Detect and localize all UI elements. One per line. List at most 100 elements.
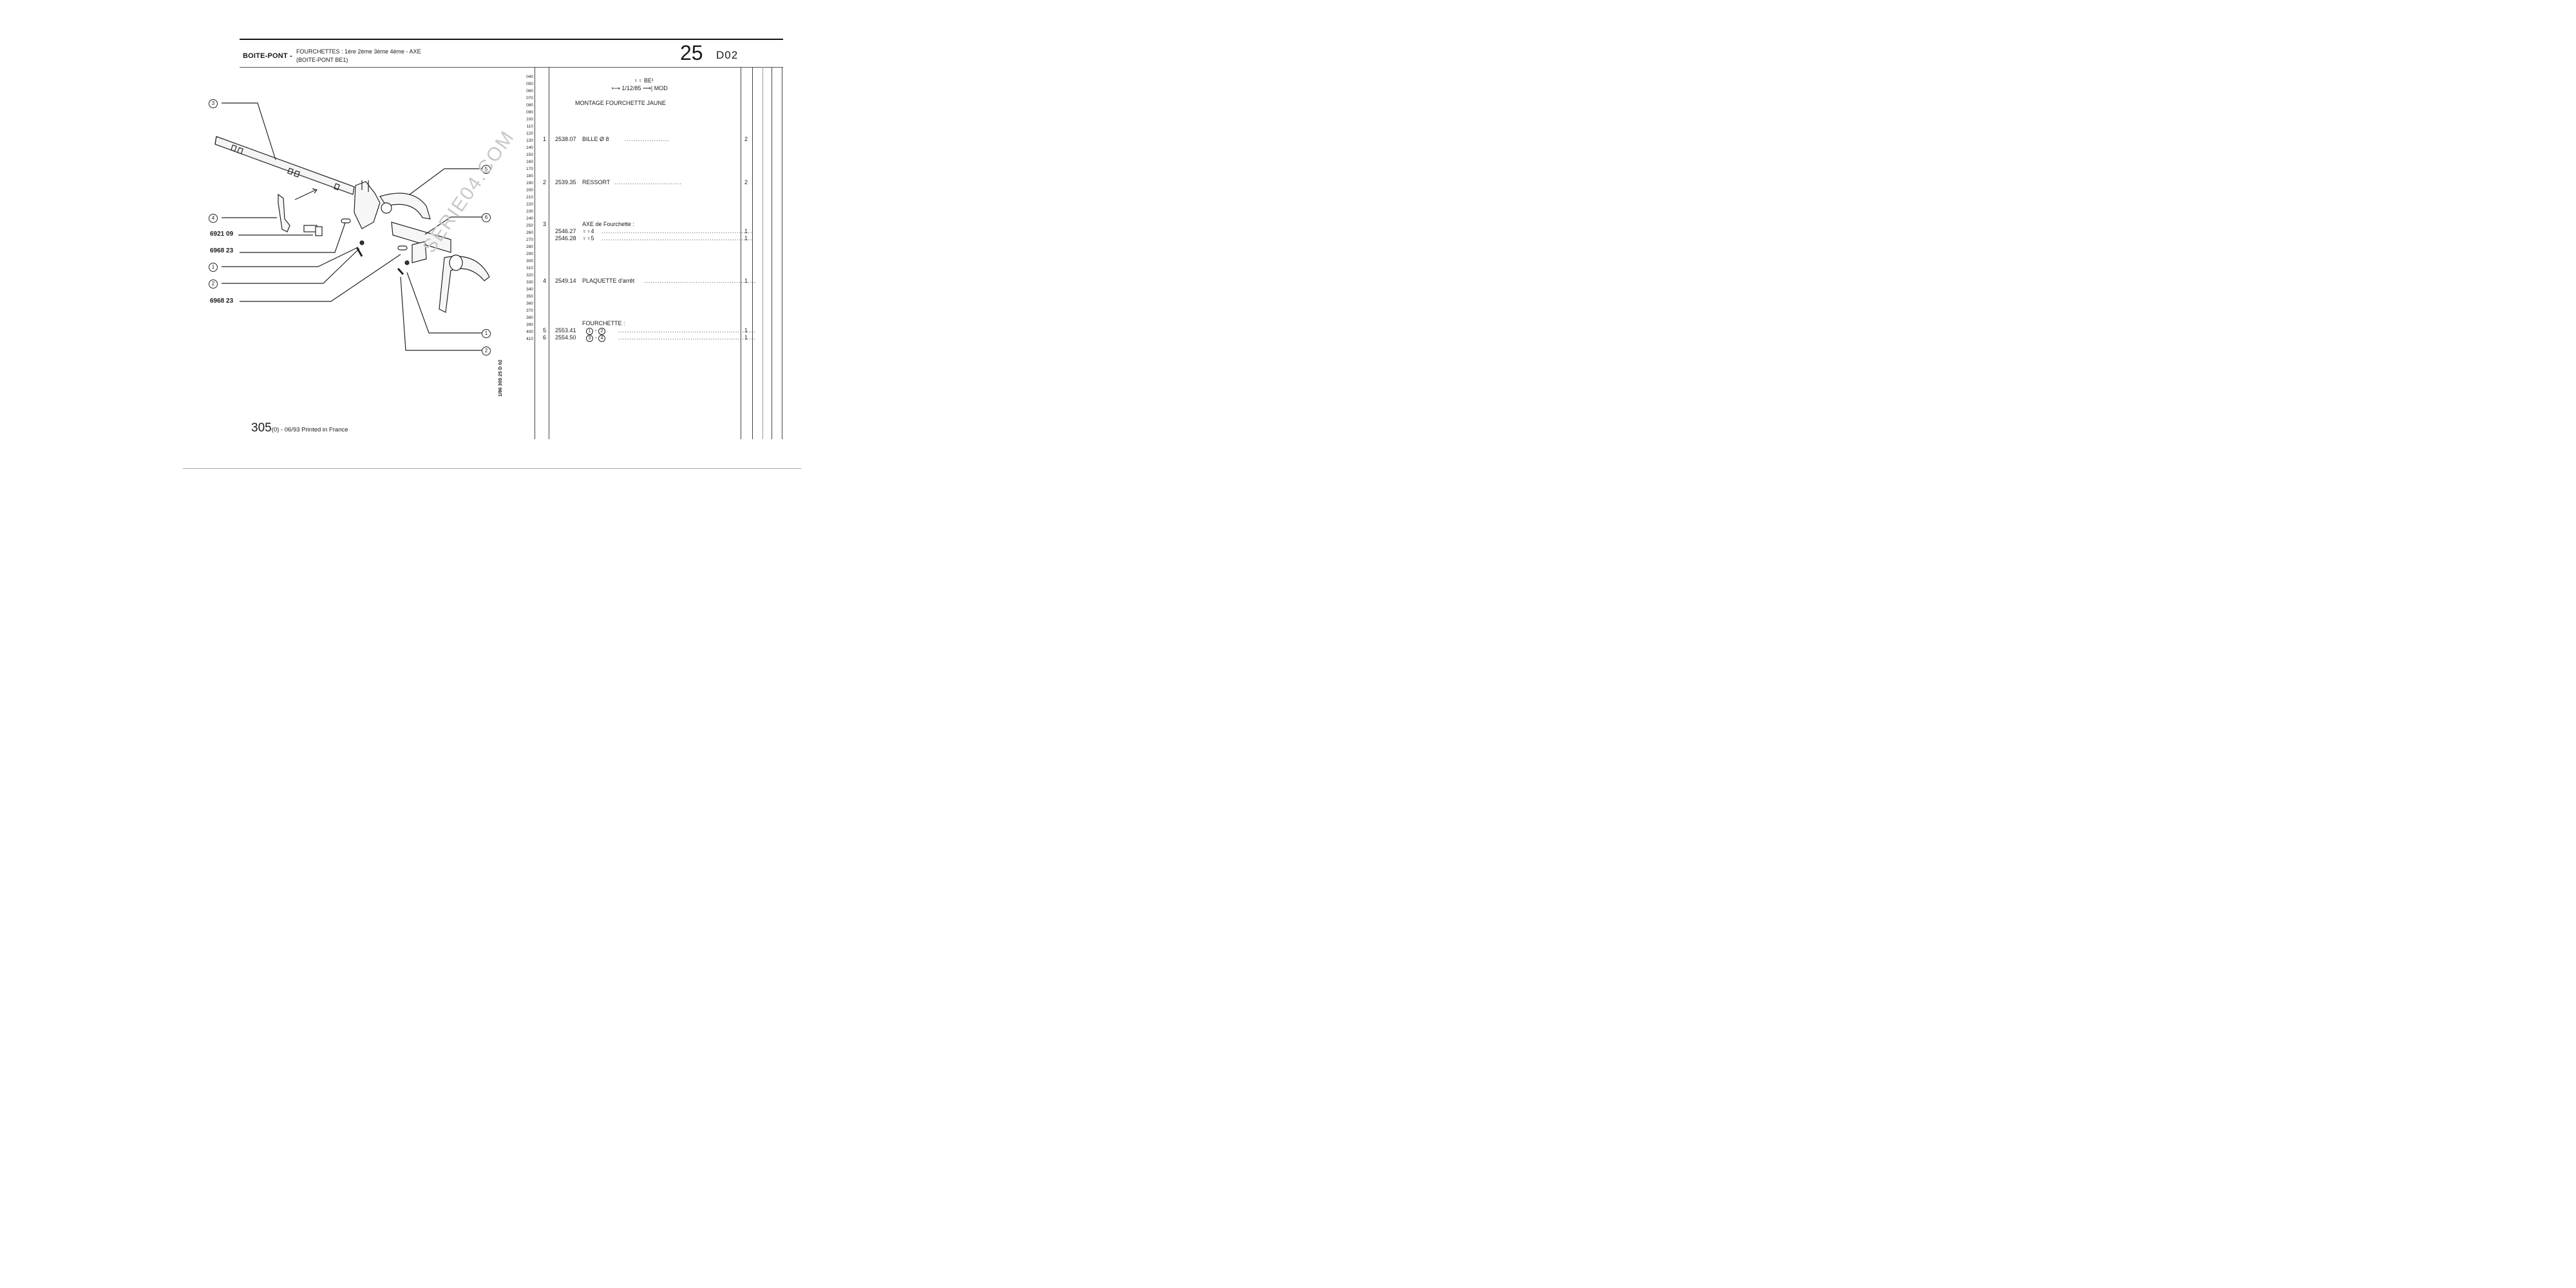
exploded-parts-diagram xyxy=(214,102,490,351)
page-code: D02 xyxy=(716,49,739,61)
line-number: 280 xyxy=(526,245,533,249)
ball-drawing xyxy=(359,240,365,245)
line-number: 060 xyxy=(526,89,533,93)
part-label-696823-a: 6968 23 xyxy=(210,247,234,254)
item-6-desc: 3 - 4 xyxy=(586,334,605,342)
spring-drawing xyxy=(355,247,363,257)
note-date-row: ⟼ 1/12/85 ⟶| MOD xyxy=(612,85,668,92)
circled-number: 4 xyxy=(598,335,605,342)
line-number: 050 xyxy=(526,82,533,86)
line-number: 220 xyxy=(526,202,533,207)
line-number: 090 xyxy=(526,110,533,115)
note-be: ♀♀ BE¹ xyxy=(634,77,654,84)
line-number: 180 xyxy=(526,174,533,178)
line-number: 310 xyxy=(526,266,533,270)
item-5-leader: ........................................… xyxy=(618,327,756,334)
arrow-stop-icon: ⟶| xyxy=(642,85,653,91)
part-label-692109: 6921 09 xyxy=(210,231,234,238)
line-number: 140 xyxy=(526,146,533,150)
line-number: 200 xyxy=(526,188,533,193)
line-number: 040 xyxy=(526,75,533,79)
item-5-desc: 1 - 2 xyxy=(586,327,605,335)
item-1-ref: 2538.07 xyxy=(555,136,576,142)
footer: 305(0) - 06/93 Printed in France xyxy=(251,421,348,435)
table-rule-5 xyxy=(762,67,763,439)
fourchette-heading: FOURCHETTE : xyxy=(582,320,625,327)
item-3b-qty: 1 xyxy=(744,235,748,242)
callout-1-right: 1 xyxy=(482,329,491,338)
note-mod: MOD xyxy=(654,85,668,91)
line-number: 290 xyxy=(526,252,533,256)
note-date: 1/12/85 xyxy=(621,85,641,91)
line-number: 210 xyxy=(526,195,533,200)
item-5-qty: 1 xyxy=(744,327,748,334)
item-3a-qty: 1 xyxy=(744,228,748,234)
bottom-rule xyxy=(183,468,801,469)
callout-1: 1 xyxy=(209,263,218,272)
line-number: 250 xyxy=(526,223,533,228)
ball-drawing xyxy=(404,260,410,265)
item-1-desc: BILLE Ø 8 xyxy=(582,136,609,142)
line-number: 230 xyxy=(526,209,533,214)
callout-4: 4 xyxy=(209,214,218,223)
line-number: 110 xyxy=(526,124,533,129)
line-number: 170 xyxy=(526,167,533,171)
line-number: 370 xyxy=(526,308,533,313)
fork-5-drawing xyxy=(354,180,431,229)
item-1-qty: 2 xyxy=(744,136,748,142)
line-number: 410 xyxy=(526,337,533,341)
item-6-ref: 2554.50 xyxy=(555,334,576,341)
part-label-696823-b: 6968 23 xyxy=(210,298,234,305)
callout-2: 2 xyxy=(209,279,218,289)
item-4-leader: ........................................… xyxy=(644,278,757,284)
item-5-ref: 2553.41 xyxy=(555,327,576,334)
item-3a-leader: ........................................… xyxy=(601,228,753,234)
vertical-reference: 1/86 305 25 D 02 xyxy=(497,359,503,397)
item-5-num: 5 xyxy=(543,327,547,334)
fork-6-drawing xyxy=(391,222,490,313)
item-4-desc: PLAQUETTE d'arrêt xyxy=(582,278,635,284)
item-1-leader: .................... xyxy=(625,136,670,142)
footer-print-info: (0) - 06/93 Printed in France xyxy=(271,426,348,433)
subtitle-line-2: (BOITE-PONT BE1) xyxy=(296,57,348,63)
line-number: 150 xyxy=(526,153,533,157)
item-3-num: 3 xyxy=(543,221,547,227)
note-montage: MONTAGE FOURCHETTE JAUNE xyxy=(575,100,666,106)
subtitle-line-1: FOURCHETTES : 1ère 2ème 3ème 4ème - AXE xyxy=(296,48,421,55)
pin-drawing xyxy=(397,245,408,251)
table-rule-4 xyxy=(752,67,753,439)
callout-5: 5 xyxy=(482,165,491,174)
line-number: 260 xyxy=(526,231,533,235)
item-3b-leader: ........................................… xyxy=(601,235,753,242)
item-6-num: 6 xyxy=(543,334,547,341)
item-3a-ref: 2546.27 xyxy=(555,228,576,234)
line-number: 390 xyxy=(526,323,533,327)
item-4-qty: 1 xyxy=(744,278,748,284)
line-number: 270 xyxy=(526,238,533,242)
item-6-qty: 1 xyxy=(744,334,748,341)
item-3b-desc: ♀♀5 xyxy=(582,235,594,242)
item-2-ref: 2539.35 xyxy=(555,179,576,185)
item-2-desc: RESSORT xyxy=(582,179,611,185)
line-number: 070 xyxy=(526,96,533,100)
circled-number: 3 xyxy=(586,335,593,342)
line-number: 380 xyxy=(526,316,533,320)
line-number: 240 xyxy=(526,216,533,221)
circled-number: 2 xyxy=(598,328,605,335)
item-3b-ref: 2546.28 xyxy=(555,235,576,242)
item-3-heading: AXE de Fourchette : xyxy=(582,221,635,227)
item-4-ref: 2549.14 xyxy=(555,278,576,284)
pin-drawing xyxy=(341,218,351,223)
line-number: 120 xyxy=(526,131,533,136)
item-6-leader: ........................................… xyxy=(618,334,756,341)
page-number: 25 xyxy=(680,41,703,64)
line-number: 080 xyxy=(526,103,533,108)
selector-shaft-drawing xyxy=(214,136,355,195)
line-number: 360 xyxy=(526,301,533,306)
header-bottom-rule xyxy=(240,67,783,68)
arrow-right-icon: ⟼ xyxy=(612,85,620,91)
item-2-leader: .............................. xyxy=(614,179,683,185)
item-4-num: 4 xyxy=(543,278,547,284)
line-number: 320 xyxy=(526,273,533,278)
item-2-qty: 2 xyxy=(744,179,748,185)
